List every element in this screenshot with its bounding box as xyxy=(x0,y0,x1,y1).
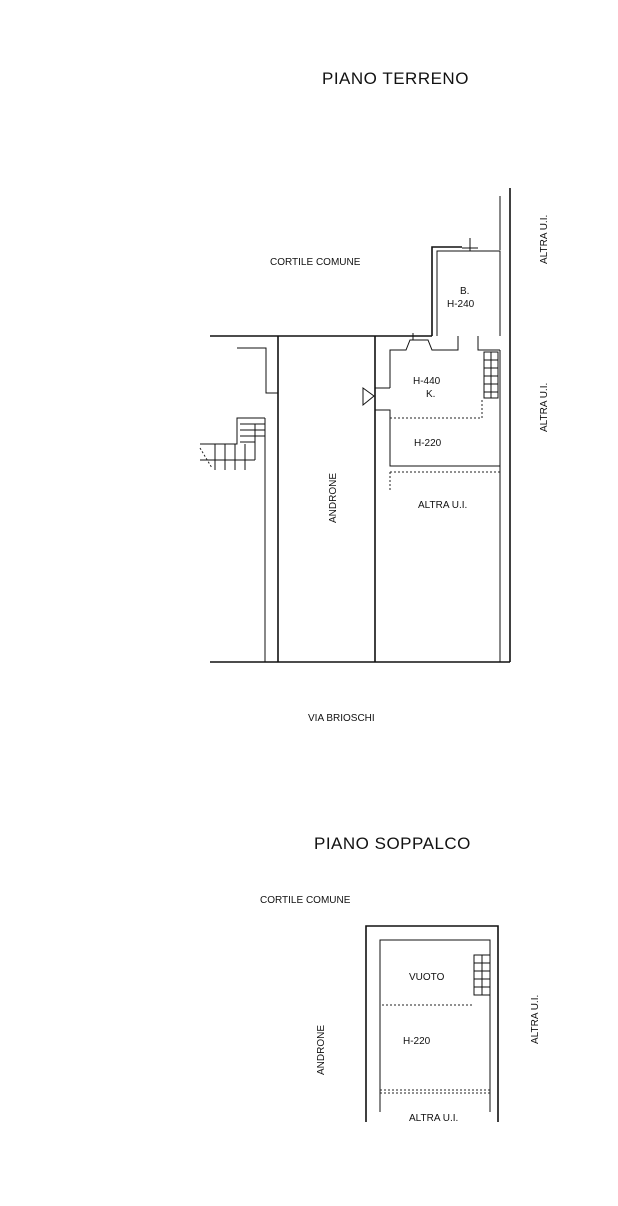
label-other-unit-bottom-mezzanine: ALTRA U.I. xyxy=(409,1113,458,1124)
label-passage: ANDRONE xyxy=(328,473,339,523)
label-other-unit-right-top: ALTRA U.I. xyxy=(539,215,550,264)
mezzanine-title: PIANO SOPPALCO xyxy=(314,834,471,853)
label-bath: B. xyxy=(460,286,469,297)
label-courtyard: CORTILE COMUNE xyxy=(270,257,361,268)
label-bath-height: H-240 xyxy=(447,299,475,310)
label-street: VIA BRIOSCHI xyxy=(308,713,375,724)
staircase-mezzanine xyxy=(473,954,491,996)
ground-floor-plan: PIANO TERRENO xyxy=(199,69,550,724)
label-mezzanine-height: H-220 xyxy=(403,1036,431,1047)
ground-floor-title: PIANO TERRENO xyxy=(322,69,469,88)
label-passage-mezzanine: ANDRONE xyxy=(316,1025,327,1075)
label-other-unit-right-mid: ALTRA U.I. xyxy=(539,383,550,432)
staircase-left xyxy=(199,417,265,470)
label-void: VUOTO xyxy=(409,972,445,983)
label-lower-height: H-220 xyxy=(414,438,442,449)
staircase-right xyxy=(483,351,499,399)
label-kitchen: K. xyxy=(426,389,435,400)
label-kitchen-height: H-440 xyxy=(413,376,441,387)
label-other-unit: ALTRA U.I. xyxy=(418,500,467,511)
mezzanine-plan: PIANO SOPPALCO CORTILE COMUNE VUOTO H-22… xyxy=(260,834,541,1124)
label-courtyard-mezzanine: CORTILE COMUNE xyxy=(260,895,351,906)
label-other-unit-right-mezzanine: ALTRA U.I. xyxy=(530,995,541,1044)
entrance-marker-icon xyxy=(362,387,375,407)
